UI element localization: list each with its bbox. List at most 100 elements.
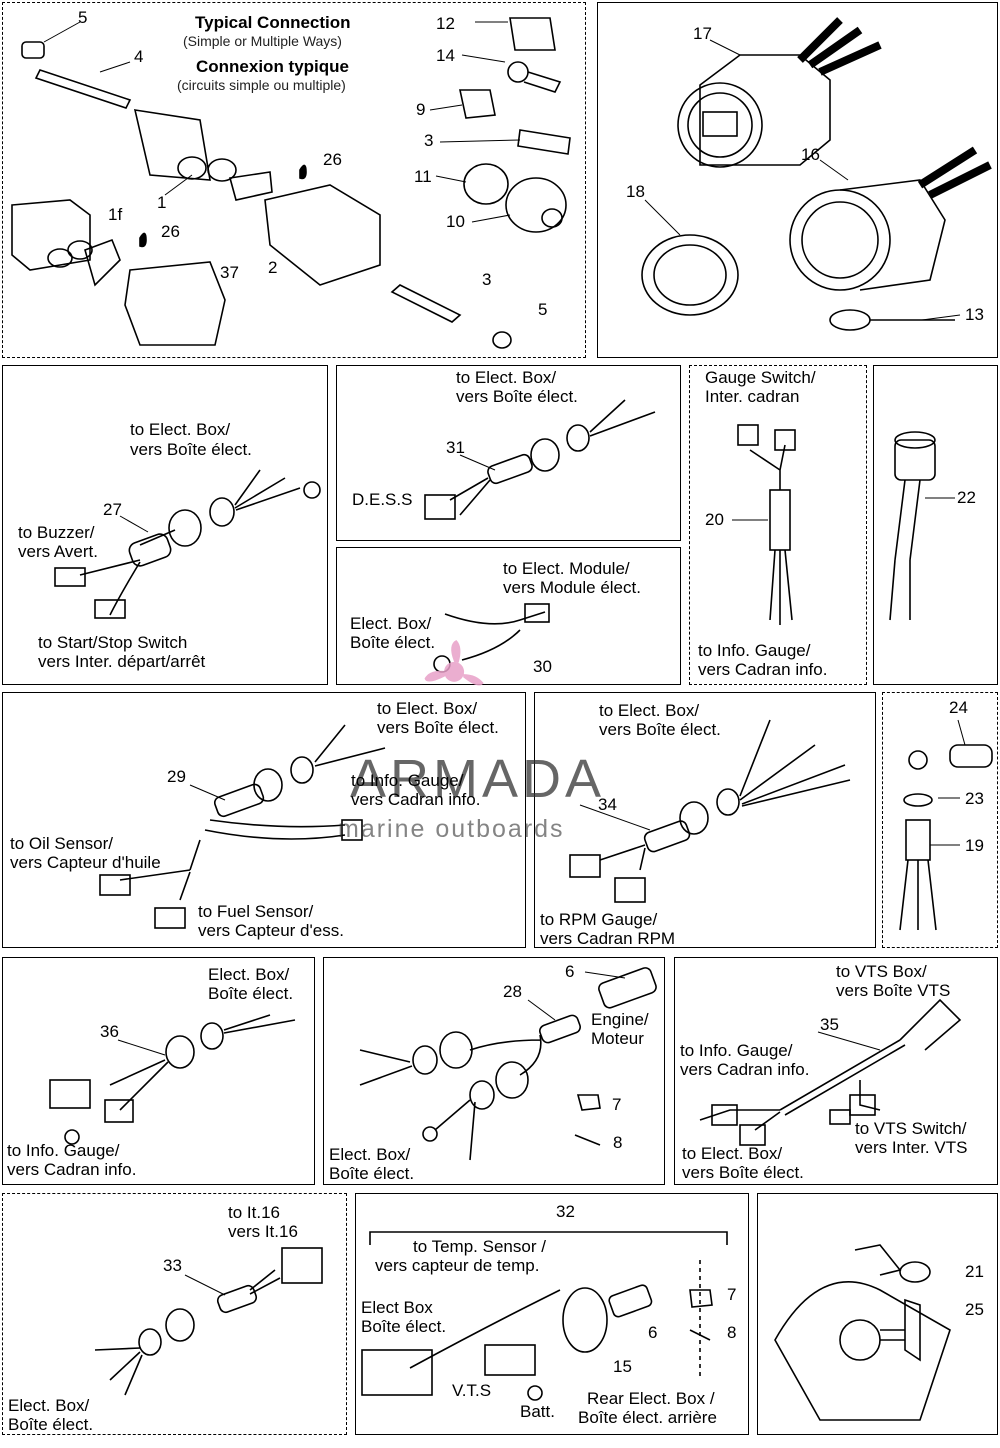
label-engine: Engine/ — [591, 1010, 649, 1029]
label-elect-box-fr: Boîte élect. — [8, 1415, 94, 1434]
label-to-info-gauge-fr: vers Cadran info. — [698, 660, 828, 679]
label-to-rpm-gauge: to RPM Gauge/ — [540, 910, 658, 929]
label-elect-box-fr: Boîte élect. — [350, 633, 436, 652]
callout: 28 — [503, 982, 522, 1001]
label-to-elect-box-fr: vers Boîte élect. — [682, 1163, 804, 1182]
callout: 34 — [598, 795, 617, 814]
watermark-brand: ARMADA — [350, 749, 606, 809]
harness-28-art — [359, 967, 657, 1161]
label-to-buzzer-fr: vers Avert. — [18, 542, 98, 561]
label-to-vts-box-fr: vers Boîte VTS — [836, 981, 951, 1000]
callout: 13 — [965, 305, 984, 324]
callout: 6 — [648, 1323, 658, 1342]
panel-harness-32 — [355, 1193, 749, 1435]
label-to-rpm-gauge-fr: vers Cadran RPM — [540, 929, 676, 948]
callout: 1 — [157, 193, 167, 212]
label-start-stop-switch-fr: vers Inter. départ/arrêt — [38, 652, 206, 671]
label-to-it16-fr: vers It.16 — [228, 1222, 298, 1241]
connector-parts-art — [11, 17, 571, 349]
panel-harness-35 — [674, 957, 998, 1185]
harness-31-art — [424, 399, 656, 520]
callout: 7 — [612, 1095, 622, 1114]
callout: 8 — [727, 1323, 737, 1342]
gauges-art — [641, 17, 992, 331]
callout: 3 — [424, 131, 434, 150]
typical-connection-title: Typical Connection — [195, 13, 351, 32]
callout: 32 — [556, 1202, 575, 1221]
label-to-vts-box: to VTS Box/ — [836, 962, 927, 981]
callout: 23 — [965, 789, 984, 808]
callout: 25 — [965, 1300, 984, 1319]
callout: 29 — [167, 767, 186, 786]
panel-harness-36 — [2, 957, 315, 1185]
sensor-22-art — [889, 431, 936, 621]
label-gauge-switch: Gauge Switch/ — [705, 368, 816, 387]
label-gauge-switch-fr: Inter. cadran — [705, 387, 800, 406]
label-to-info-gauge: to Info. Gauge/ — [680, 1041, 793, 1060]
callout: 5 — [78, 8, 88, 27]
callout: 36 — [100, 1022, 119, 1041]
harness-36-art — [49, 1014, 296, 1145]
harness-32-art — [361, 1231, 728, 1401]
label-to-elect-box: to Elect. Box/ — [599, 701, 700, 720]
panel-harness-29 — [2, 692, 526, 948]
label-elect-box-fr: Boîte élect. — [208, 984, 294, 1003]
callout: 35 — [820, 1015, 839, 1034]
label-to-fuel-sensor: to Fuel Sensor/ — [198, 902, 314, 921]
label-to-elect-box: to Elect. Box/ — [130, 420, 231, 439]
label-to-info-gauge: to Info. Gauge/ — [351, 771, 464, 790]
panel-gauges — [597, 2, 998, 358]
label-to-temp-sensor: to Temp. Sensor / — [413, 1237, 546, 1256]
callout: 5 — [538, 300, 548, 319]
callout: 15 — [613, 1357, 632, 1376]
harness-27-art — [54, 469, 321, 619]
callout: 10 — [446, 212, 465, 231]
label-to-info-gauge: to Info. Gauge/ — [698, 641, 811, 660]
panel-harness-27 — [2, 365, 328, 685]
panel-sensor-24 — [882, 692, 998, 948]
connexion-typique-title: Connexion typique — [196, 57, 349, 76]
label-to-info-gauge: to Info. Gauge/ — [7, 1141, 120, 1160]
callout: 26 — [323, 150, 342, 169]
label-batt: Batt. — [520, 1402, 555, 1421]
label-to-elect-box-fr: vers Boîte élect. — [456, 387, 578, 406]
harness-29-art — [99, 724, 386, 929]
label-to-info-gauge-fr: vers Cadran info. — [7, 1160, 137, 1179]
callout: 17 — [693, 24, 712, 43]
sensor-24-art — [899, 744, 993, 931]
label-to-fuel-sensor-fr: vers Capteur d'ess. — [198, 921, 344, 940]
label-to-vts-switch: to VTS Switch/ — [855, 1119, 967, 1138]
panel-harness-34 — [534, 692, 876, 948]
label-to-vts-switch-fr: vers Inter. VTS — [855, 1138, 968, 1157]
callout: 22 — [957, 488, 976, 507]
plugs-art — [774, 1244, 951, 1421]
label-elect-box: Elect. Box/ — [208, 965, 290, 984]
callout: 26 — [161, 222, 180, 241]
label-elect-box-fr: Boîte élect. — [361, 1317, 447, 1336]
callout: 2 — [268, 258, 278, 277]
callout: 11 — [414, 167, 432, 186]
label-to-elect-module: to Elect. Module/ — [503, 559, 630, 578]
label-elect-box: Elect Box — [361, 1298, 433, 1317]
label-elect-box: Elect. Box/ — [8, 1396, 90, 1415]
panel-gauge-switch — [689, 365, 867, 685]
callout: 9 — [416, 100, 426, 119]
callout: 37 — [220, 263, 239, 282]
label-to-info-gauge-fr: vers Cadran info. — [351, 790, 481, 809]
label-dess: D.E.S.S — [352, 490, 413, 509]
label-engine-fr: Moteur — [591, 1029, 644, 1048]
callout: 3 — [482, 270, 492, 289]
gauge-switch-art — [737, 424, 796, 625]
callout: 19 — [965, 836, 984, 855]
connexion-typique-subtitle: (circuits simple ou multiple) — [177, 77, 346, 93]
panel-harness-30 — [336, 547, 681, 685]
typical-connection-subtitle: (Simple or Multiple Ways) — [183, 33, 342, 49]
callout: 21 — [965, 1262, 984, 1281]
label-to-elect-box-fr: vers Boîte élect. — [599, 720, 721, 739]
label-elect-box: Elect. Box/ — [329, 1145, 411, 1164]
label-vts: V.T.S — [452, 1381, 492, 1400]
harness-35-art — [699, 998, 962, 1146]
callout: 6 — [565, 962, 575, 981]
label-to-buzzer: to Buzzer/ — [18, 523, 95, 542]
label-to-elect-box-fr: vers Boîte élect. — [130, 440, 252, 459]
